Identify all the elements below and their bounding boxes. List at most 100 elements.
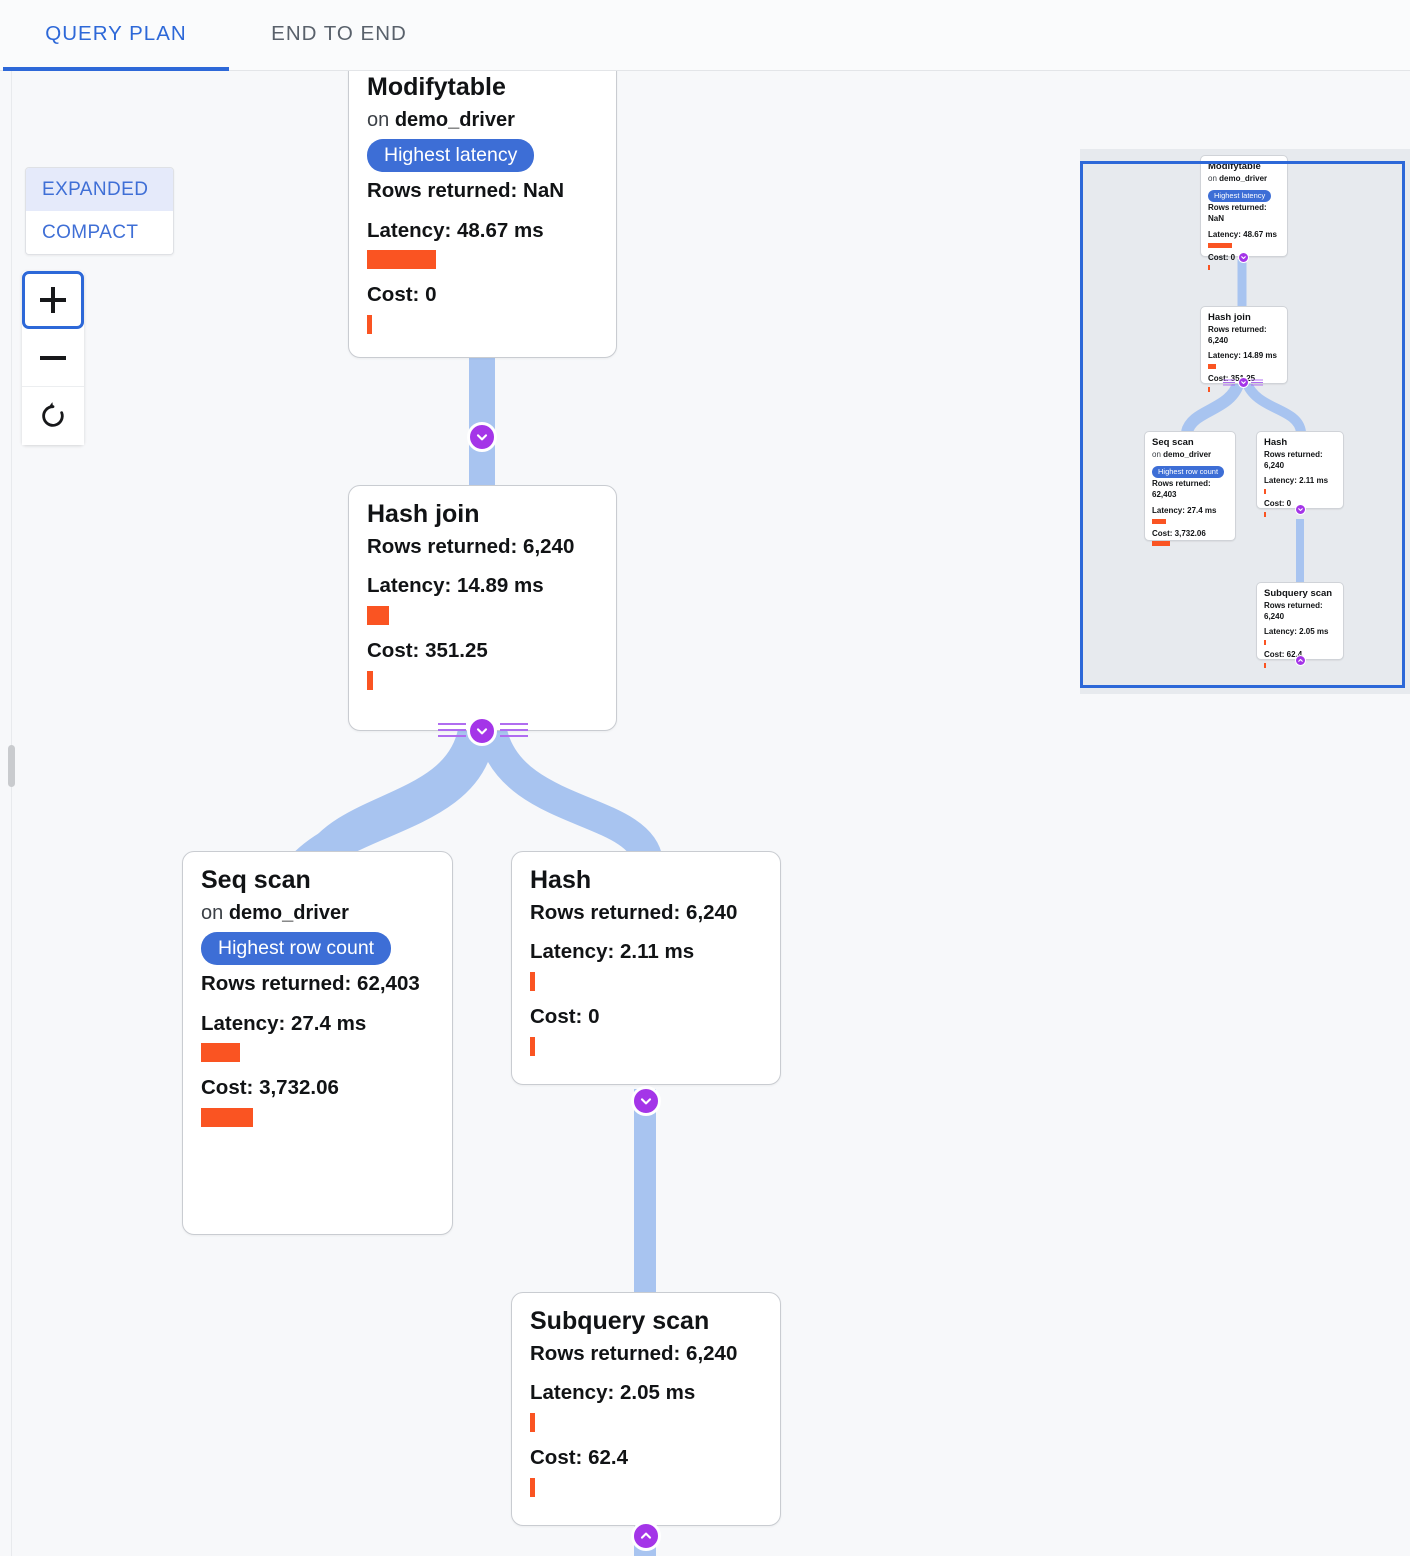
plan-node-hash-join[interactable]: Hash join Rows returned: 6,240 Latency: … xyxy=(348,485,617,731)
minimap-latency-bar xyxy=(1152,518,1166,524)
minimap-edges xyxy=(1181,259,1306,589)
minimap-latency-bar xyxy=(1208,364,1216,370)
minimap-metric-latency-label: Latency: 48.67 ms xyxy=(1208,229,1277,239)
minimap-node-hash[interactable]: Hash Rows returned: 6,240 Latency: 2.11 … xyxy=(1256,431,1344,518)
minimap-node-title: Modifytable xyxy=(1208,161,1261,172)
minimap-metric-latency: Latency: 27.4 ms xyxy=(1152,506,1228,524)
tab-query-plan[interactable]: QUERY PLAN xyxy=(3,0,229,68)
minimap-metric-cost-label: Cost: 62.4 xyxy=(1264,650,1303,660)
minimap-status-badge: Highest latency xyxy=(1208,190,1272,203)
minimap-node-seq-scan[interactable]: Seq scan on demo_driver Highest row coun… xyxy=(1144,431,1236,547)
minimap-node-relation: on demo_driver xyxy=(1208,173,1268,183)
plan-node-modifytable[interactable]: Modifytable on demo_driver Highest laten… xyxy=(348,71,617,358)
minimap-metric-latency-label: Latency: 2.05 ms xyxy=(1264,627,1329,637)
plan-node-seq-scan[interactable]: Seq scan on demo_driver Highest row coun… xyxy=(182,851,453,1235)
minimap-metric-latency-label: Latency: 14.89 ms xyxy=(1208,351,1277,361)
zoom-in-button[interactable] xyxy=(22,271,84,329)
node-toggle-hash[interactable] xyxy=(631,1086,661,1116)
minimap-metric-latency-label: Latency: 2.11 ms xyxy=(1264,476,1329,486)
view-mode-compact[interactable]: COMPACT xyxy=(26,211,173,254)
latency-bar xyxy=(367,606,389,626)
minimap-node-relation: on demo_driver xyxy=(1152,449,1212,459)
node-relation-name: demo_driver xyxy=(228,901,349,924)
node-relation: on demo_driver xyxy=(367,108,515,131)
metric-latency-label: Latency: 2.05 ms xyxy=(530,1381,696,1405)
status-badge: Highest row count xyxy=(201,931,392,966)
chevron-up-icon xyxy=(640,1532,652,1539)
minimap-toggle-modifytable[interactable] xyxy=(1238,252,1249,263)
node-title: Modifytable xyxy=(367,73,506,101)
active-tab-indicator xyxy=(3,67,229,71)
minimap-metric-cost-label: Cost: 0 xyxy=(1264,499,1292,509)
multi-child-rails xyxy=(438,723,528,737)
minimap[interactable]: Modifytable on demo_driver Highest laten… xyxy=(1080,149,1410,694)
minimap-latency-bar xyxy=(1208,242,1232,248)
minimap-node-title: Seq scan xyxy=(1152,437,1194,448)
node-toggle-hash-join[interactable] xyxy=(467,716,497,746)
graph-canvas[interactable]: EXPANDED COMPACT Modifytable xyxy=(0,71,1410,1556)
metric-rows-returned-label: Rows returned: 6,240 xyxy=(530,1341,738,1365)
minimap-node-modifytable[interactable]: Modifytable on demo_driver Highest laten… xyxy=(1200,155,1288,271)
metric-cost-label: Cost: 0 xyxy=(367,283,437,307)
minimap-viewport-rect[interactable] xyxy=(1080,161,1405,688)
tab-query-plan-label: QUERY PLAN xyxy=(45,22,187,45)
metric-rows-returned-label: Rows returned: 6,240 xyxy=(367,534,575,558)
minimap-metric-latency: Latency: 2.11 ms xyxy=(1264,476,1336,495)
status-badge: Highest latency xyxy=(367,138,535,173)
minimap-cost-bar xyxy=(1152,541,1170,547)
minimap-metric-latency: Latency: 14.89 ms xyxy=(1208,351,1280,370)
cost-bar xyxy=(530,1036,535,1056)
view-mode-toggle[interactable]: EXPANDED COMPACT xyxy=(25,167,174,255)
minimap-metric-rows: Rows returned: NaN xyxy=(1208,203,1267,224)
minimap-node-relation-name: demo_driver xyxy=(1219,173,1268,183)
metric-rows-returned: Rows returned: 6,240 xyxy=(367,534,598,561)
node-toggle-subquery-scan[interactable] xyxy=(631,1521,661,1551)
minimap-node-subquery-scan[interactable]: Subquery scan Rows returned: 6,240 Laten… xyxy=(1256,582,1344,669)
minimap-toggle-hash-join[interactable] xyxy=(1238,377,1249,388)
metric-latency: Latency: 27.4 ms xyxy=(201,1011,434,1063)
minimap-metric-cost: Cost: 351.25 xyxy=(1208,374,1280,393)
chevron-down-icon xyxy=(476,434,488,441)
tab-end-to-end[interactable]: END TO END xyxy=(229,0,449,68)
canvas-scrollbar-thumb[interactable] xyxy=(8,745,15,787)
view-mode-expanded[interactable]: EXPANDED xyxy=(26,168,173,211)
metric-cost-label: Cost: 0 xyxy=(530,1005,600,1029)
minimap-latency-bar xyxy=(1264,489,1266,495)
node-relation: on demo_driver xyxy=(201,901,349,924)
minimap-node-title: Hash join xyxy=(1208,312,1251,323)
minimap-toggle-subquery-scan[interactable] xyxy=(1295,655,1306,666)
minimap-metric-cost: Cost: 0 xyxy=(1208,253,1280,271)
minimap-metric-rows: Rows returned: 6,240 xyxy=(1264,449,1323,470)
chevron-down-icon xyxy=(476,728,488,735)
metric-latency-label: Latency: 14.89 ms xyxy=(367,574,544,598)
minimap-cost-bar xyxy=(1208,387,1210,393)
minus-icon xyxy=(40,345,66,371)
node-toggle-modifytable[interactable] xyxy=(467,422,497,452)
metric-rows-returned: Rows returned: NaN xyxy=(367,178,598,205)
chevron-down-icon xyxy=(1241,381,1246,385)
cost-bar xyxy=(367,670,373,690)
node-title: Seq scan xyxy=(201,866,311,894)
plus-icon xyxy=(40,287,66,313)
plan-node-hash[interactable]: Hash Rows returned: 6,240 Latency: 2.11 … xyxy=(511,851,781,1085)
reset-rotate-icon xyxy=(42,402,64,427)
minimap-cost-bar xyxy=(1208,265,1210,271)
metric-rows-returned-label: Rows returned: 6,240 xyxy=(530,900,738,924)
latency-bar xyxy=(201,1043,240,1063)
metric-rows-returned: Rows returned: 6,240 xyxy=(530,1341,762,1368)
zoom-controls[interactable] xyxy=(22,271,84,445)
metric-rows-returned: Rows returned: 6,240 xyxy=(530,900,762,927)
metric-rows-returned-label: Rows returned: NaN xyxy=(367,179,565,203)
metric-latency-label: Latency: 2.11 ms xyxy=(530,940,695,964)
zoom-reset-button[interactable] xyxy=(22,387,84,445)
tab-end-to-end-label: END TO END xyxy=(271,22,407,45)
minimap-toggle-hash[interactable] xyxy=(1295,504,1306,515)
minimap-cost-bar xyxy=(1264,663,1266,669)
cost-bar xyxy=(530,1477,535,1497)
zoom-out-button[interactable] xyxy=(22,329,84,387)
canvas-divider xyxy=(11,71,12,1556)
node-title: Hash xyxy=(530,866,592,894)
plan-node-subquery-scan[interactable]: Subquery scan Rows returned: 6,240 Laten… xyxy=(511,1292,781,1526)
node-title: Hash join xyxy=(367,500,480,528)
